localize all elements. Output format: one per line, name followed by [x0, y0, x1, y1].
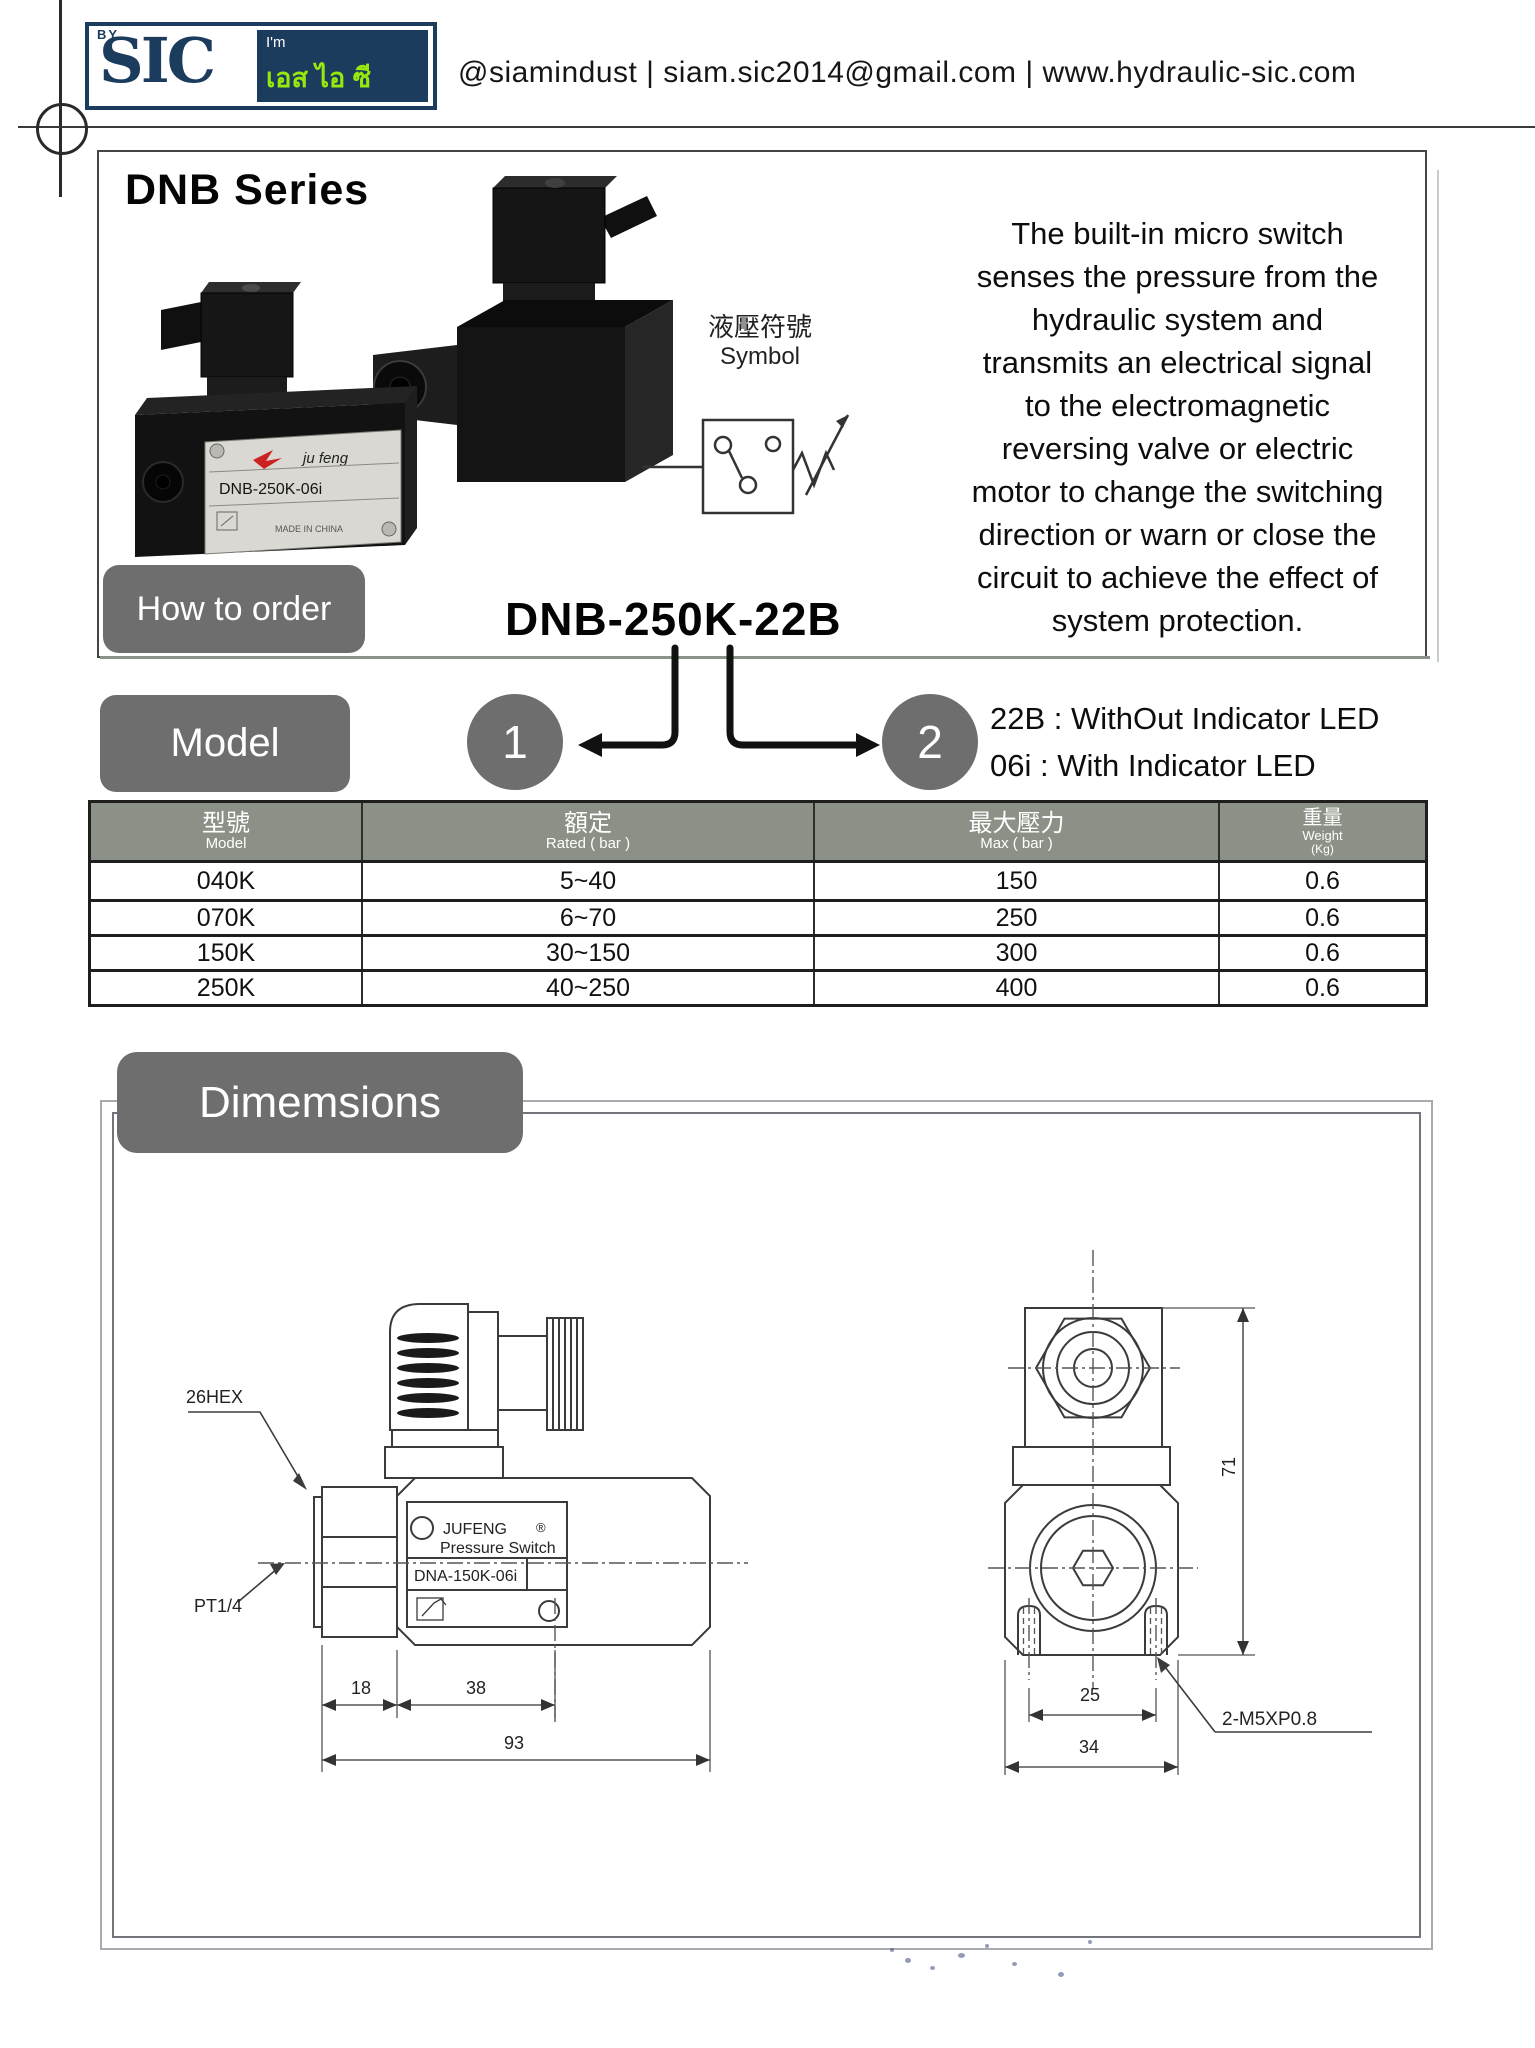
logo-sic-text: SIC [99, 24, 216, 97]
dim-93: 93 [504, 1733, 524, 1753]
plate-model: DNA-150K-06i [414, 1568, 517, 1585]
overview-box-right-scanline [1437, 170, 1439, 662]
header-weight: 重量 Weight (Kg) [1302, 806, 1343, 856]
dim-71: 71 [1219, 1457, 1239, 1477]
description-line: motor to change the switching [971, 474, 1384, 509]
jufeng-bird-logo [253, 450, 282, 469]
ink-speckle [1088, 1940, 1092, 1944]
dimensions-box-outer [100, 1100, 1433, 1950]
header-divider-line [18, 126, 1535, 128]
option-22b-label: 22B : WithOut Indicator LED [990, 701, 1380, 736]
ink-speckle [930, 1966, 935, 1970]
how-to-order-badge: How to order [103, 565, 365, 653]
dimensions-box-inner [112, 1112, 1421, 1938]
plate-type: Pressure Switch [440, 1540, 556, 1557]
description-line: circuit to achieve the effect of [977, 560, 1378, 595]
table-row: 070K 6~70 250 0.6 [91, 899, 1425, 934]
plate-registered-icon: ® [536, 1520, 546, 1535]
description-line: system protection. [1051, 603, 1304, 638]
series-title: DNB Series [125, 166, 370, 214]
symbol-label-zh: 液壓符號 [707, 312, 812, 342]
header-model: 型號 Model [91, 803, 363, 860]
hydraulic-symbol [642, 414, 850, 515]
description-line: to the electromagnetic [1024, 388, 1330, 423]
ink-speckle [985, 1944, 989, 1948]
pressure-switch-photo-left: ju feng DNB-250K-06i MADE IN CHINA [135, 282, 417, 557]
symbol-label-en: Symbol [719, 342, 801, 370]
description-line: transmits an electrical signal [982, 345, 1373, 380]
dimensions-badge: Dimemsions [117, 1052, 523, 1153]
option-06i-label: 06i : With Indicator LED [990, 748, 1316, 783]
photo-plate-model: DNB-250K-06i [219, 481, 322, 498]
port-dim-label: PT1/4 [194, 1596, 242, 1616]
description-line: hydraulic system and [1031, 302, 1324, 337]
hex-dim-label: 26HEX [186, 1387, 243, 1407]
ink-speckle [958, 1953, 965, 1958]
dim-34: 34 [1079, 1737, 1099, 1757]
photo-plate-brand: ju feng [301, 450, 349, 467]
table-row: 250K 40~250 400 0.6 [91, 969, 1425, 1004]
logo-by-text: BY [97, 27, 120, 42]
plate-brand: JUFENG [443, 1521, 507, 1538]
symbol-label: 液壓符號 Symbol [690, 312, 830, 370]
table-row: 150K 30~150 300 0.6 [91, 934, 1425, 969]
callout-circle-1: 1 [467, 694, 563, 790]
model-badge: Model [100, 695, 350, 792]
order-model-code: DNB-250K-22B [505, 593, 842, 645]
spec-table: 型號 Model 額定 Rated ( bar ) 最大壓力 Max ( bar… [88, 800, 1428, 1007]
description-paragraph: The built-in micro switch senses the pre… [905, 212, 1450, 642]
dim-18: 18 [351, 1678, 371, 1698]
pressure-switch-photo-right [373, 176, 673, 482]
product-photos: ju feng DNB-250K-06i MADE IN CHINA [135, 176, 673, 557]
description-line: direction or warn or close the [978, 517, 1377, 552]
ink-speckle [890, 1948, 894, 1952]
dim-25: 25 [1080, 1685, 1100, 1705]
dimension-drawings: 26HEX PT1/4 JUFENG ® Pressure Switch DNA… [186, 1250, 1372, 1775]
order-callout-arrows [578, 644, 880, 757]
logo-thai-text: เอส ไอ ซี [266, 63, 372, 93]
logo-im-text: I'm [266, 34, 286, 51]
contact-line: @siamindust | siam.sic2014@gmail.com | w… [458, 56, 1357, 89]
header-max: 最大壓力 Max ( bar ) [815, 803, 1220, 860]
photo-name-plate: ju feng DNB-250K-06i MADE IN CHINA [204, 429, 402, 555]
description-line: reversing valve or electric [1001, 431, 1354, 466]
photo-plate-made-in: MADE IN CHINA [275, 524, 343, 534]
logo-navy-panel [257, 30, 428, 102]
header-rated: 額定 Rated ( bar ) [363, 803, 815, 860]
registration-vline [59, 0, 62, 197]
ink-speckle [905, 1958, 911, 1963]
registration-circle [36, 103, 88, 155]
description-line: The built-in micro switch [1011, 216, 1344, 251]
spec-table-header-row: 型號 Model 額定 Rated ( bar ) 最大壓力 Max ( bar… [91, 803, 1425, 860]
callout-circle-2: 2 [882, 694, 978, 790]
bolt-spec-label: 2-M5XP0.8 [1222, 1709, 1317, 1730]
dim-38: 38 [466, 1678, 486, 1698]
description-line: senses the pressure from the [976, 259, 1379, 294]
table-row: 040K 5~40 150 0.6 [91, 860, 1425, 899]
overview-box-bottom-scanline [100, 656, 1430, 659]
ink-speckle [1058, 1972, 1064, 1977]
ink-speckle [1012, 1962, 1017, 1966]
